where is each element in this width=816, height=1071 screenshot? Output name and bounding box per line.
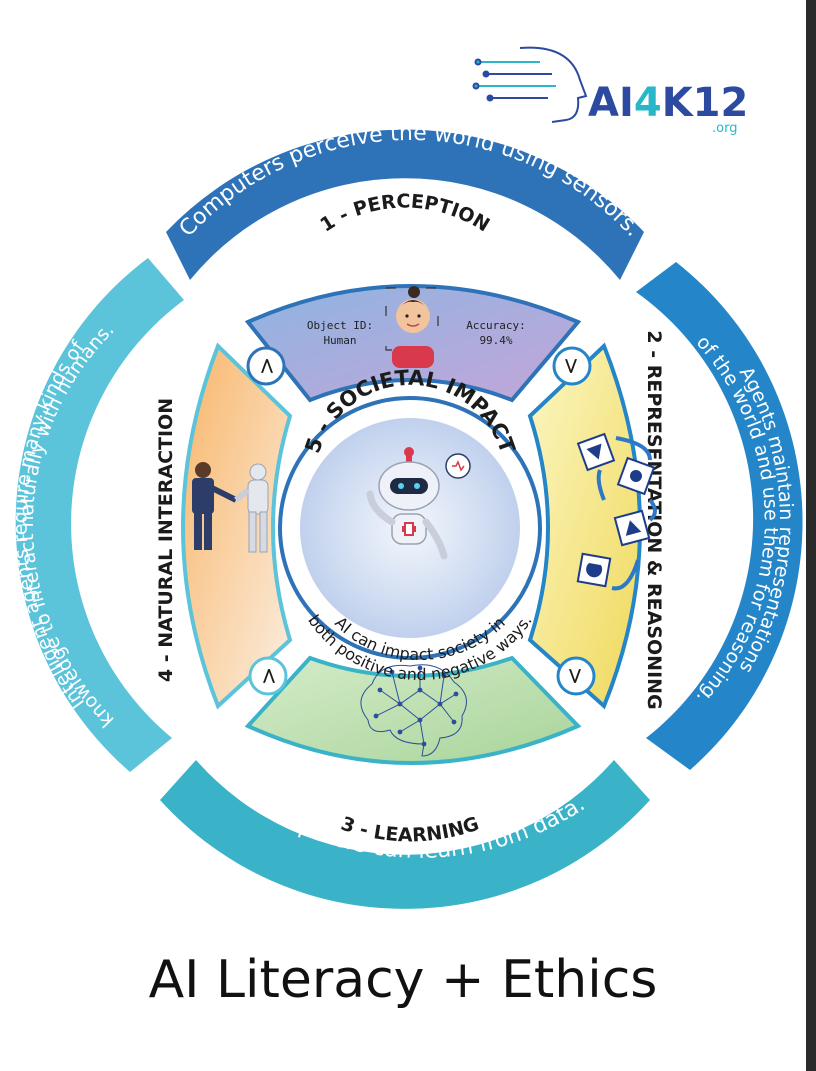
segment-title-interaction: 4 - NATURAL INTERACTION: [155, 398, 177, 682]
brain-network-icon: [360, 664, 467, 757]
svg-text:>: >: [558, 357, 583, 375]
arrow-badge-top-right: >: [552, 346, 592, 386]
page-edge-bar: [806, 0, 816, 1071]
segment-title-perception: 1 - PERCEPTION: [316, 191, 493, 237]
logo-head-icon: [472, 46, 588, 123]
object-id-value: Human: [323, 334, 356, 347]
svg-text:>: >: [257, 667, 282, 685]
object-id-label: Object ID:: [307, 319, 373, 332]
ring-segment-right: [636, 262, 803, 770]
svg-text:>: >: [255, 357, 280, 375]
ring-segment-left: [15, 258, 184, 772]
handshake-icon: [192, 462, 269, 553]
accuracy-value: 99.4%: [479, 334, 512, 347]
ai4k12-diagram: Computers perceive the world using senso…: [15, 46, 803, 909]
accuracy-label: Accuracy:: [466, 319, 526, 332]
human-face-icon: [385, 286, 439, 368]
segment-learning: [244, 655, 582, 765]
segment-representation: [527, 342, 642, 710]
segment-title-representation: 2 - REPRESENTATION & REASONING: [643, 330, 665, 709]
arrow-badge-top-left: >: [246, 346, 286, 386]
segment-interaction: [181, 342, 293, 710]
footer-title: AI Literacy + Ethics: [148, 950, 658, 1010]
arrow-badge-bottom-left: >: [248, 656, 288, 696]
ring-segment-bottom: [160, 760, 650, 909]
robot-icon: [366, 447, 471, 560]
svg-text:>: >: [562, 667, 587, 685]
ai4k12-logo: AI4K12 .org: [472, 46, 748, 136]
arrow-badge-bottom-right: >: [556, 656, 596, 696]
ring-segment-top: [166, 129, 644, 280]
logo-wordmark: AI4K12: [588, 80, 748, 126]
outer-ring: [15, 129, 803, 909]
cube-icons: [576, 432, 657, 591]
logo-suffix: .org: [712, 121, 737, 136]
segment-perception: [244, 284, 582, 403]
